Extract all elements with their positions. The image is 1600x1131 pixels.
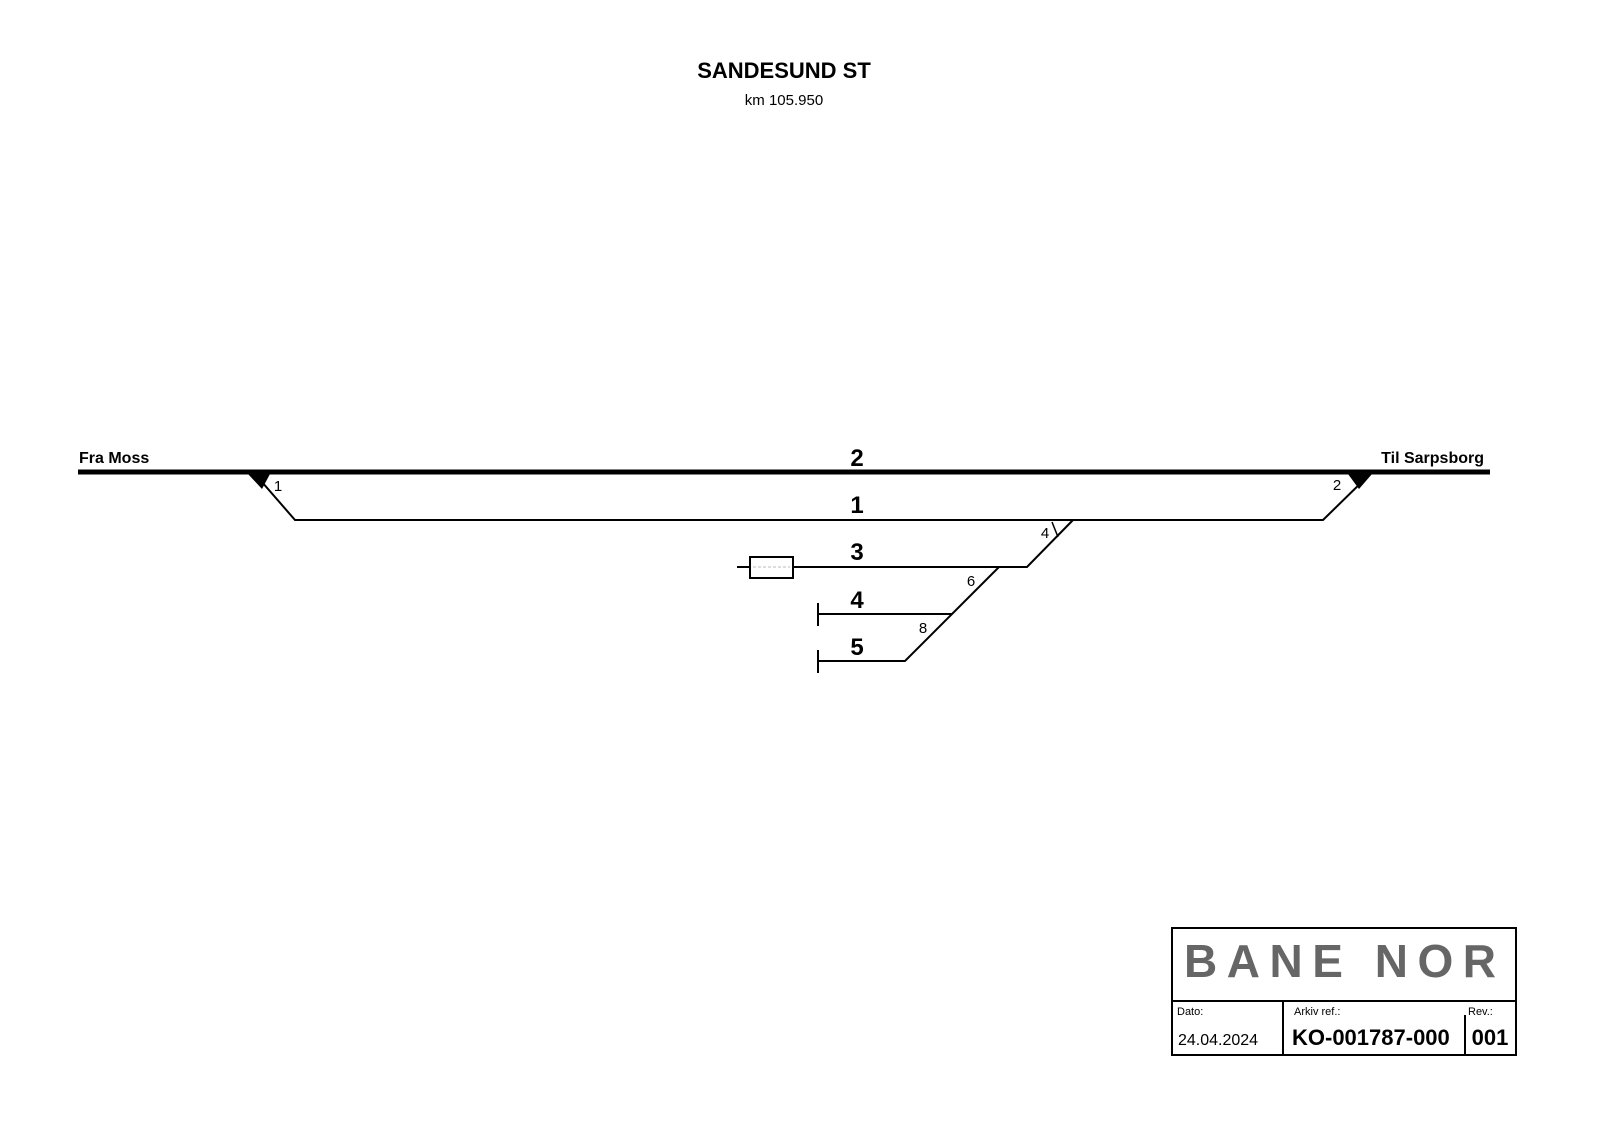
title-block: BANE NOR Dato: 24.04.2024 Arkiv ref.: KO… <box>1171 927 1517 1056</box>
switch-label-1: 1 <box>274 478 282 495</box>
switch-label-2: 2 <box>1333 477 1341 494</box>
station-km: km 105.950 <box>745 92 823 109</box>
track-3-block <box>749 556 794 579</box>
rev-value: 001 <box>1472 1025 1509 1050</box>
track-label-4: 4 <box>850 587 864 614</box>
bane-nor-logo: BANE NOR <box>1184 935 1496 987</box>
rev-label: Rev.: <box>1468 1006 1493 1018</box>
track-label-5: 5 <box>850 634 863 661</box>
date-value: 24.04.2024 <box>1178 1032 1258 1049</box>
switch-2-marker <box>1348 474 1372 489</box>
direction-left: Fra Moss <box>79 450 149 467</box>
station-title: SANDESUND ST <box>697 58 871 83</box>
switch-4-marker <box>1051 521 1059 538</box>
track-5-line <box>818 566 1000 662</box>
switch-label-8: 8 <box>919 620 927 637</box>
switch-label-6: 6 <box>967 573 975 590</box>
direction-right: Til Sarpsborg <box>1381 450 1484 467</box>
track-label-3: 3 <box>850 539 863 566</box>
date-label: Dato: <box>1177 1006 1203 1018</box>
track-label-2: 2 <box>850 445 863 472</box>
track-label-1: 1 <box>850 492 863 519</box>
switch-label-4: 4 <box>1041 525 1049 542</box>
archive-ref-value: KO-001787-000 <box>1292 1025 1450 1050</box>
switch-1-marker <box>248 474 270 489</box>
track-1-line <box>254 473 1371 521</box>
archive-label: Arkiv ref.: <box>1294 1006 1340 1018</box>
